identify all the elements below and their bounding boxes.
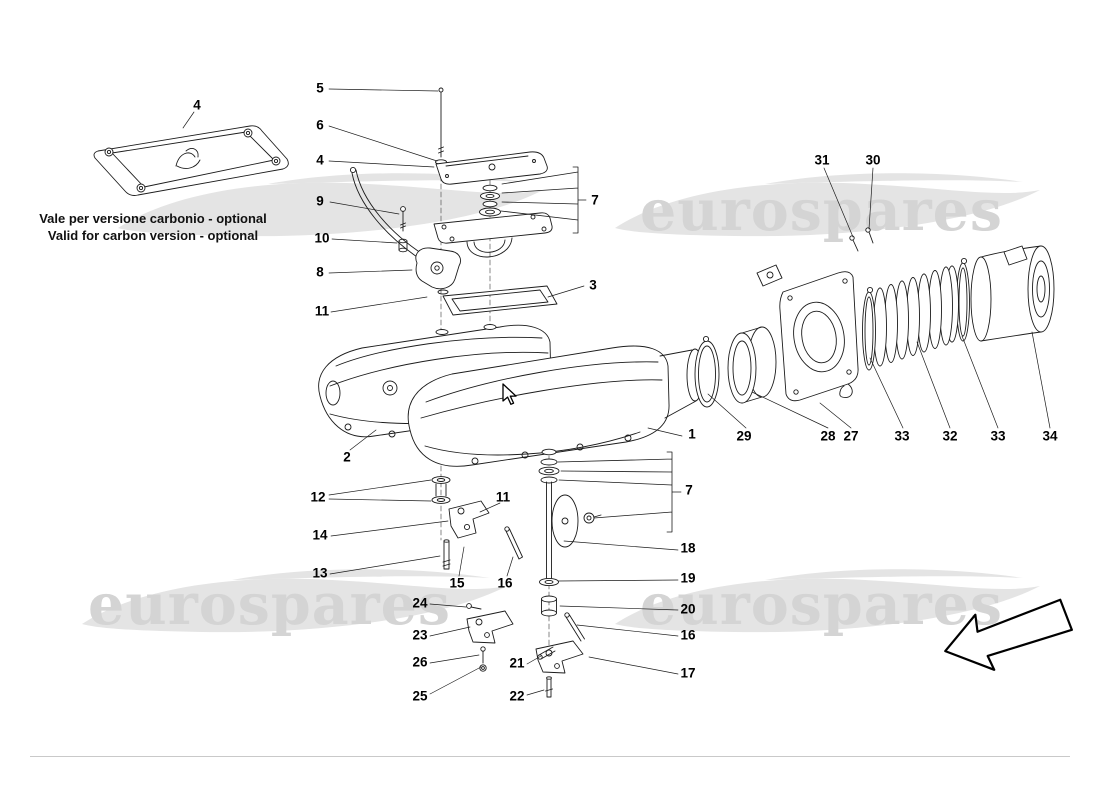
part-callout-20[interactable]: 20 [680, 601, 696, 617]
part-callout-19[interactable]: 19 [680, 570, 696, 586]
watermark-text: eurospares [640, 177, 1004, 244]
part-callout-16[interactable]: 16 [680, 627, 696, 643]
throttle-body [756, 264, 859, 402]
inset-caption: Vale per versione carbonio - optional Va… [26, 210, 280, 244]
part-callout-17[interactable]: 17 [680, 665, 696, 681]
part-callout-15[interactable]: 15 [449, 575, 465, 591]
part-callout-30[interactable]: 30 [865, 152, 881, 168]
leader-lines [182, 88, 1051, 696]
part-callout-8[interactable]: 8 [316, 264, 324, 280]
lower-mounting-parts [431, 448, 602, 698]
part-callout-23[interactable]: 23 [412, 627, 428, 643]
group-brackets [500, 166, 682, 533]
air-flow-meter [970, 245, 1055, 342]
part-callout-3[interactable]: 3 [589, 277, 597, 293]
part-callout-7[interactable]: 7 [685, 482, 693, 498]
part-callout-6[interactable]: 6 [316, 117, 324, 133]
part-callout-31[interactable]: 31 [814, 152, 830, 168]
inset-caption-italian: Vale per versione carbonio - optional [39, 211, 267, 226]
bellows-clamps [849, 227, 970, 371]
part-callout-24[interactable]: 24 [412, 595, 428, 611]
part-callout-11[interactable]: 11 [495, 489, 511, 505]
part-callout-13[interactable]: 13 [312, 565, 328, 581]
part-callout-10[interactable]: 10 [314, 230, 330, 246]
part-callout-9[interactable]: 9 [316, 193, 324, 209]
part-callout-25[interactable]: 25 [412, 688, 428, 704]
part-callout-12[interactable]: 12 [310, 489, 326, 505]
part-callout-1[interactable]: 1 [688, 426, 696, 442]
part-callout-16[interactable]: 16 [497, 575, 513, 591]
inset-part-callout-4[interactable]: 4 [193, 97, 201, 113]
watermark-text: eurospares [640, 571, 1004, 638]
part-callout-28[interactable]: 28 [820, 428, 836, 444]
part-callout-4[interactable]: 4 [316, 152, 324, 168]
watermark-text: eurospares [88, 571, 452, 638]
inset-cover-drawing [93, 125, 289, 196]
part-callout-11[interactable]: 11 [314, 303, 330, 319]
part-callout-33[interactable]: 33 [894, 428, 910, 444]
part-callout-14[interactable]: 14 [312, 527, 328, 543]
part-callout-7[interactable]: 7 [591, 192, 599, 208]
part-callout-33[interactable]: 33 [990, 428, 1006, 444]
part-callout-22[interactable]: 22 [509, 688, 525, 704]
direction-arrow [944, 598, 1073, 671]
part-callout-34[interactable]: 34 [1042, 428, 1058, 444]
part-callout-2[interactable]: 2 [343, 449, 351, 465]
inset-caption-english: Valid for carbon version - optional [47, 228, 259, 243]
part-callout-26[interactable]: 26 [412, 654, 428, 670]
part-callout-29[interactable]: 29 [736, 428, 752, 444]
cover-lid-assembly [349, 87, 558, 316]
hose-coupling-and-clamp [694, 326, 777, 408]
part-callout-32[interactable]: 32 [942, 428, 958, 444]
part-callout-5[interactable]: 5 [316, 80, 324, 96]
part-callout-21[interactable]: 21 [509, 655, 525, 671]
divider-line [30, 756, 1070, 757]
part-callout-27[interactable]: 27 [843, 428, 859, 444]
part-callout-18[interactable]: 18 [680, 540, 696, 556]
mouse-cursor-icon [502, 383, 517, 405]
